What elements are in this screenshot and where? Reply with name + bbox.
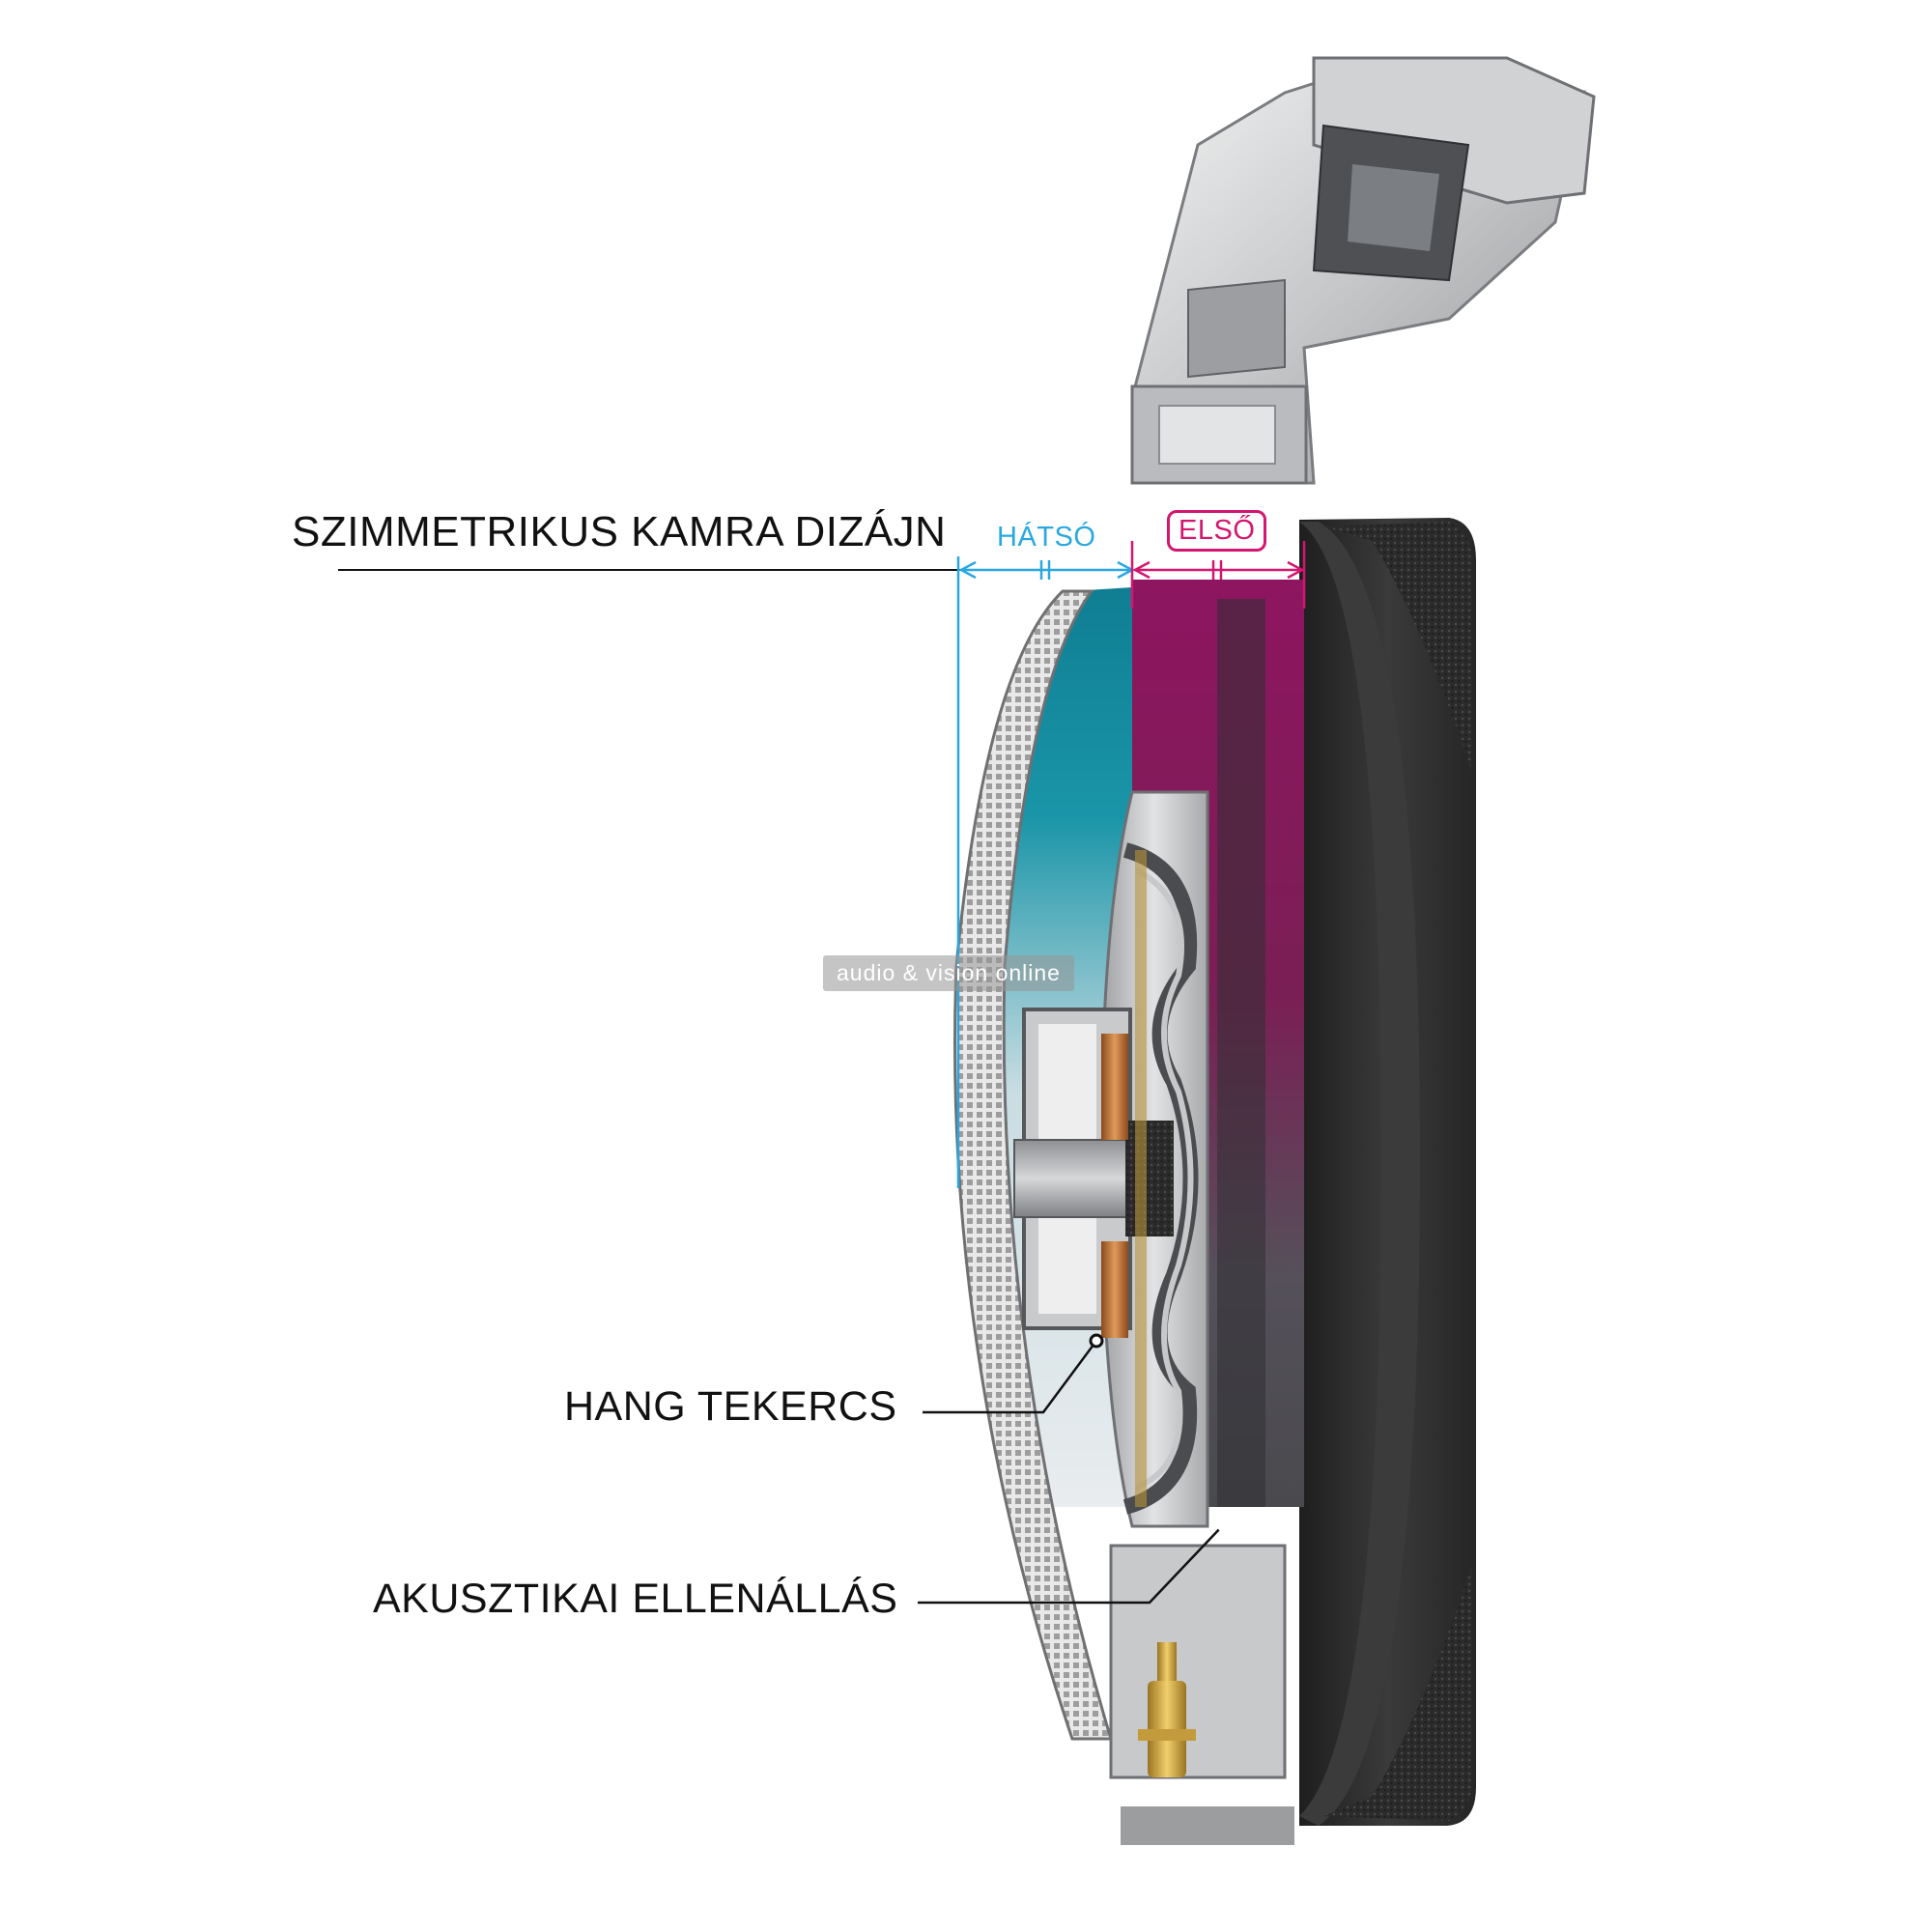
gold-connector (1138, 1642, 1196, 1777)
voice-coil-label: HANG TEKERCS (564, 1383, 897, 1430)
diagram-title: SZIMMETRIKUS KAMRA DIZÁJN (292, 508, 947, 555)
watermark: audio & vision online (823, 955, 1074, 991)
rear-chamber-label: HÁTSÓ (997, 522, 1096, 553)
acoustic-damping-label: AKUSZTIKAI ELLENÁLLÁS (373, 1576, 898, 1622)
hinge-assembly (1130, 56, 1596, 485)
front-chamber-label: ELSŐ (1167, 510, 1267, 552)
ear-pad (1299, 518, 1476, 1826)
acoustic-damping-leader (918, 1521, 1227, 1605)
voice-coil (1101, 1034, 1128, 1338)
front-dimension (1130, 541, 1306, 609)
rear-dimension (956, 556, 1135, 1188)
diaphragm (1122, 842, 1199, 1515)
voice-coil-leader (923, 1333, 1104, 1414)
